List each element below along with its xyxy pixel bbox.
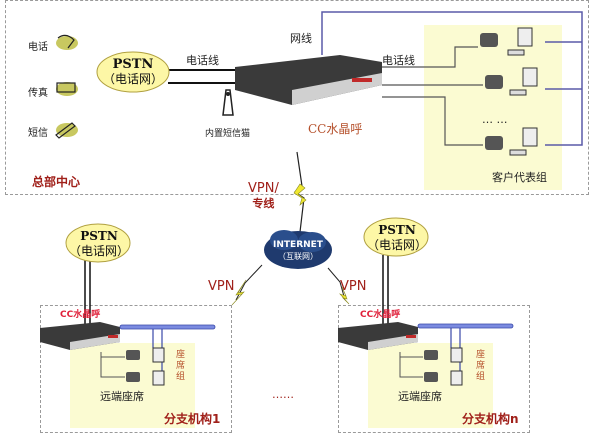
pstn-title: PSTN [378,223,416,237]
vpn-link-right [327,267,346,301]
branch-n-pstn-label: PSTN （电话网） [366,223,428,253]
network-line [321,11,583,146]
vpn-link-left [235,264,263,301]
internet-subtitle: （互联网） [278,252,318,261]
branch-n-remote-label: 远端座席 [398,390,442,403]
mobile-phone-icon [55,122,78,139]
vpn-line1: VPN/ [248,181,279,196]
fax-label: 传真 [28,88,48,99]
internet-label: INTERNET （互联网） [268,240,328,262]
agent-workstation [485,127,538,156]
pstn-subtitle: （电话网） [68,244,129,258]
vpn-line2: 专线 [252,197,275,210]
branch-1-frame [40,305,232,433]
hq-pstn-cloud [96,51,170,93]
agent-group-area [424,25,562,190]
pstn-subtitle: （电话网） [366,238,427,252]
pstn-subtitle: （电话网） [102,72,163,86]
agent-group-label: 客户代表组 [492,171,547,184]
branch-n-workstations [424,347,463,386]
branch-1-seat-group-label: 座席组 [176,350,186,382]
hq-region-label: 总部中心 [32,175,81,189]
branch-1-network-bus [119,324,216,330]
branch-1-pstn-cloud [65,223,131,263]
branch-n-server-label: CC水晶呼 [360,310,401,320]
branch-n-seat-group-label: 座席组 [476,350,486,382]
internet-title: INTERNET [273,240,323,250]
agent-workstation [480,27,533,56]
branch-1-workstations [126,347,165,386]
sms-label: 短信 [28,128,48,139]
vpn-leased-line-label: VPN/ 专线 [248,181,279,211]
branch-n-pstn-cloud [363,217,429,257]
network-line-label: 网线 [290,32,312,45]
more-branches-label: …… [272,388,294,401]
telephone-label: 电话 [28,42,48,53]
branch-1-server-label: CC水晶呼 [60,310,101,320]
fax-icon [56,82,78,96]
telephone-icon [56,34,78,50]
vpn-right-label: VPN [340,279,367,294]
pstn-title: PSTN [80,229,118,243]
hq-server-label: CC水晶呼 [308,122,363,136]
vpn-left-label: VPN [208,279,235,294]
pstn-title: PSTN [112,57,154,72]
branch-n-frame [338,305,530,433]
hq-pstn-label: PSTN （电话网） [100,57,166,87]
sms-cat-label: 内置短信猫 [205,129,251,139]
agent-workstation [485,67,538,96]
branch-n-label: 分支机构n [462,412,519,426]
agent-phone-line [382,46,478,68]
branch-1-remote-label: 远端座席 [100,390,144,403]
phone-line-label-right: 电话线 [382,54,415,67]
branch-1-pstn-label: PSTN （电话网） [68,229,130,259]
ellipsis-label: … … [482,113,508,126]
branch-1-label: 分支机构1 [164,412,221,426]
sms-cat-antenna [222,89,234,116]
phone-line-label-left: 电话线 [186,54,219,67]
branch-n-network-bus [417,323,514,329]
